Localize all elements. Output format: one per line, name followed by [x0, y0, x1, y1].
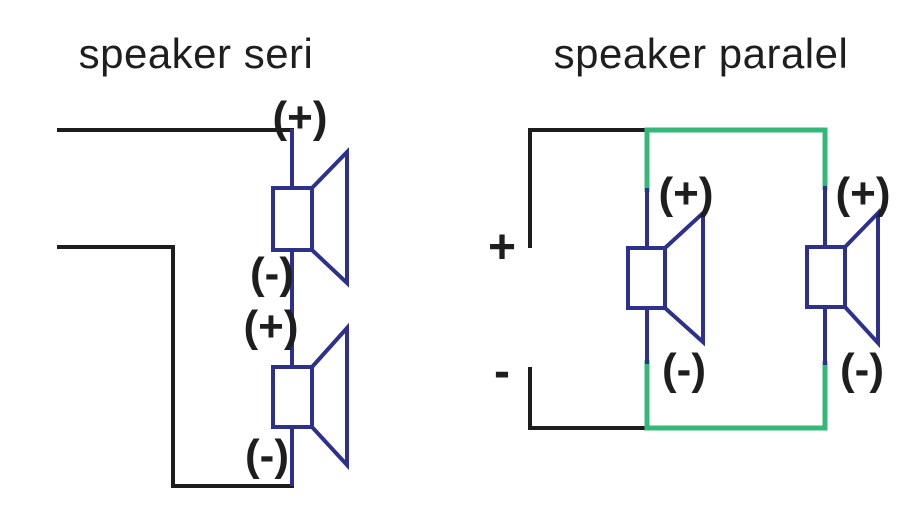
speaker-cone-icon	[843, 208, 880, 349]
parallel-diagram: speaker paralel + -	[488, 30, 891, 431]
parallel-speaker2-minus-label: (-)	[840, 345, 884, 394]
parallel-speaker2-plus-label: (+)	[836, 169, 891, 218]
series-title: speaker seri	[79, 30, 314, 77]
series-speaker-1	[271, 147, 349, 288]
parallel-title: speaker paralel	[554, 30, 849, 77]
parallel-speaker1-plus-label: (+)	[659, 169, 714, 218]
series-speaker1-minus-label: (-)	[250, 249, 294, 298]
series-diagram: speaker seri (+) (-) (+) (-)	[57, 30, 349, 488]
speaker-box-icon	[626, 246, 667, 310]
parallel-negative-wire	[528, 367, 649, 430]
parallel-speaker-1	[626, 208, 705, 347]
speaker-cone-icon	[310, 322, 349, 471]
series-speaker1-plus-label: (+)	[273, 93, 328, 142]
speaker-cone-icon	[310, 147, 349, 288]
parallel-positive-wire	[528, 128, 649, 248]
series-return-wire	[57, 245, 294, 488]
speaker-box-icon	[271, 186, 314, 252]
parallel-green-bottom-bus	[644, 360, 828, 431]
parallel-source-minus-label: -	[494, 345, 510, 398]
parallel-green-top-bus	[644, 127, 828, 192]
parallel-source-plus-label: +	[488, 221, 516, 274]
series-speaker2-plus-label: (+)	[244, 302, 299, 351]
parallel-speaker1-minus-label: (-)	[662, 345, 706, 394]
speaker-box-icon	[805, 245, 847, 309]
series-speaker2-minus-label: (-)	[245, 431, 289, 480]
series-speaker-2	[271, 322, 349, 471]
speaker-box-icon	[271, 365, 314, 429]
parallel-speaker-2	[805, 208, 880, 349]
speaker-cone-icon	[663, 208, 705, 347]
